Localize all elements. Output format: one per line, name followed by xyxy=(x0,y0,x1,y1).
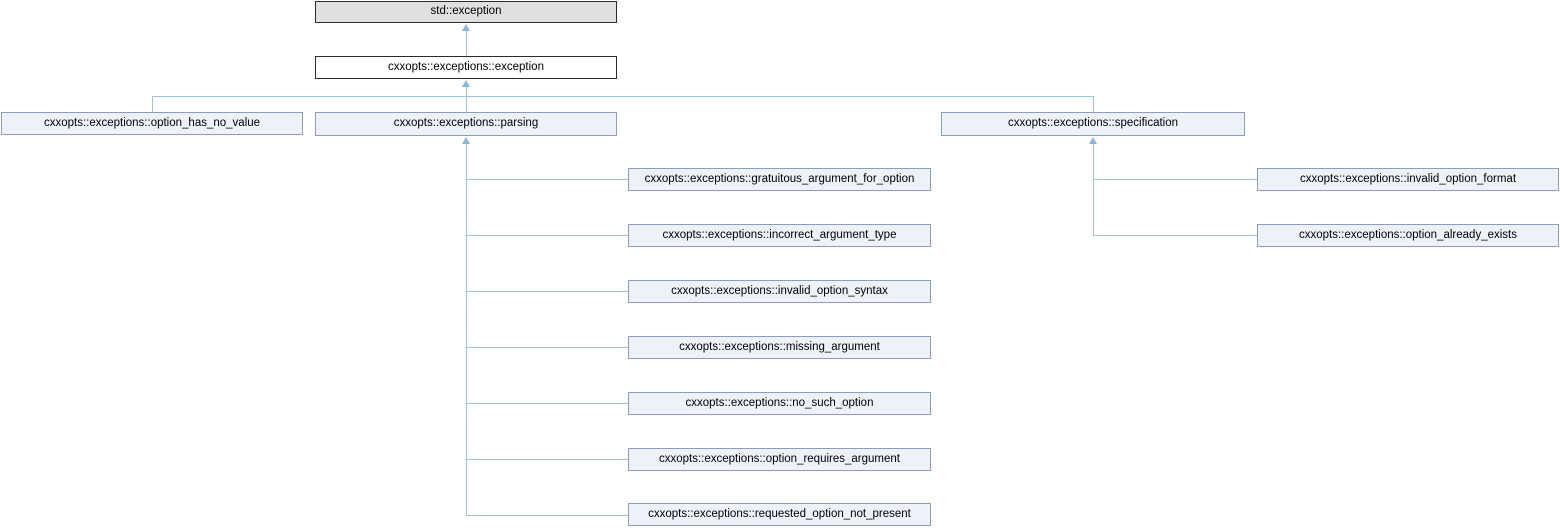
node-incorrect-argument-type[interactable]: cxxopts::exceptions::incorrect_argument_… xyxy=(628,224,931,247)
edge-stub-incorrect-argument-type xyxy=(466,235,628,236)
edge-stub-missing-argument xyxy=(466,347,628,348)
arrowhead-up-icon xyxy=(462,24,470,31)
node-no-such-option[interactable]: cxxopts::exceptions::no_such_option xyxy=(628,392,931,415)
edge-exception-to-std xyxy=(466,31,467,56)
arrowhead-up-icon xyxy=(462,80,470,87)
edge-stub-option-already-exists xyxy=(1093,235,1257,236)
node-option-has-no-value[interactable]: cxxopts::exceptions::option_has_no_value xyxy=(1,112,303,135)
edge-drop-option-has-no-value xyxy=(152,96,153,112)
edge-stub-gratuitous-argument xyxy=(466,179,628,180)
arrowhead-up-icon xyxy=(1089,137,1097,144)
edge-stub-invalid-option-syntax xyxy=(466,291,628,292)
edge-specification-trunk xyxy=(1093,144,1094,236)
edge-stub-option-requires-argument xyxy=(466,459,628,460)
arrowhead-up-icon xyxy=(462,137,470,144)
edge-stub-invalid-option-format xyxy=(1093,179,1257,180)
node-invalid-option-syntax[interactable]: cxxopts::exceptions::invalid_option_synt… xyxy=(628,280,931,303)
edge-parsing-trunk xyxy=(466,144,467,516)
node-missing-argument[interactable]: cxxopts::exceptions::missing_argument xyxy=(628,336,931,359)
node-cxxopts-exceptions-exception[interactable]: cxxopts::exceptions::exception xyxy=(315,56,617,79)
node-option-requires-argument[interactable]: cxxopts::exceptions::option_requires_arg… xyxy=(628,448,931,471)
node-requested-option-not-present[interactable]: cxxopts::exceptions::requested_option_no… xyxy=(628,503,931,526)
node-parsing[interactable]: cxxopts::exceptions::parsing xyxy=(315,112,617,136)
node-specification[interactable]: cxxopts::exceptions::specification xyxy=(941,112,1245,136)
node-std-exception: std::exception xyxy=(315,1,617,23)
edge-trunk-to-exception xyxy=(466,87,467,112)
edge-row2-horizontal xyxy=(152,96,1093,97)
node-invalid-option-format[interactable]: cxxopts::exceptions::invalid_option_form… xyxy=(1257,168,1559,191)
node-option-already-exists[interactable]: cxxopts::exceptions::option_already_exis… xyxy=(1257,224,1559,247)
edge-drop-specification xyxy=(1093,96,1094,112)
edge-stub-requested-option-not-present xyxy=(466,515,628,516)
edge-stub-no-such-option xyxy=(466,403,628,404)
node-gratuitous-argument-for-option[interactable]: cxxopts::exceptions::gratuitous_argument… xyxy=(628,168,931,191)
